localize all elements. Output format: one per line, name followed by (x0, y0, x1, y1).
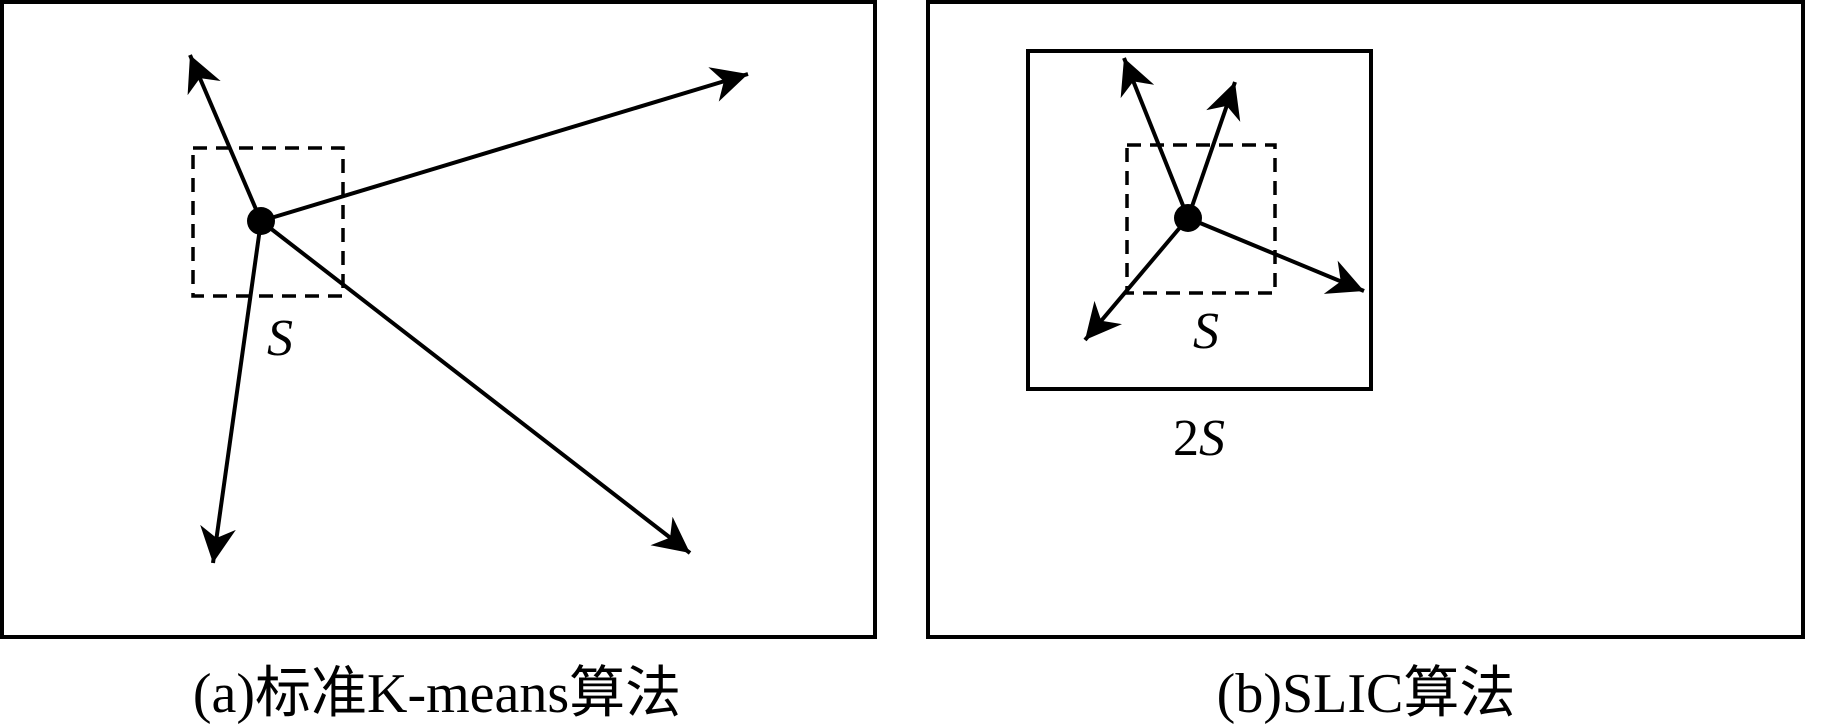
panel-b-window-box (1125, 143, 1277, 295)
panel-a-window-label: S (267, 310, 293, 367)
panel-b-window-label: S (1193, 303, 1219, 360)
panel-b: S 2S (b)SLIC算法 (926, 0, 1805, 725)
panel-b-arrow-up-right (1186, 81, 1241, 219)
panel-b-search-region (1026, 49, 1373, 391)
panel-b-frame (926, 0, 1805, 639)
panel-b-search-label-num: 2 (1173, 410, 1199, 467)
panel-a-caption: (a)标准K-means算法 (193, 663, 681, 725)
panel-b-caption: (b)SLIC算法 (1217, 663, 1516, 725)
panel-b-cluster-center (1174, 204, 1202, 232)
panel-a: S (a)标准K-means算法 (0, 0, 877, 725)
panel-a-arrow-up-right (260, 67, 749, 223)
panel-a-cluster-center (247, 207, 275, 235)
panel-a-arrow-up-left (187, 54, 263, 222)
panel-a-frame (0, 0, 877, 639)
panel-b-search-label: 2S (1173, 410, 1225, 467)
panel-b-search-label-var: S (1199, 410, 1225, 467)
panel-b-arrow-right (1187, 216, 1365, 294)
panel-a-window-box (191, 146, 345, 298)
panel-a-arrow-down (200, 220, 263, 564)
panel-b-arrow-down-left (1083, 216, 1190, 342)
panel-a-arrow-down-right (259, 219, 692, 555)
panel-b-arrow-up-left (1120, 57, 1190, 219)
